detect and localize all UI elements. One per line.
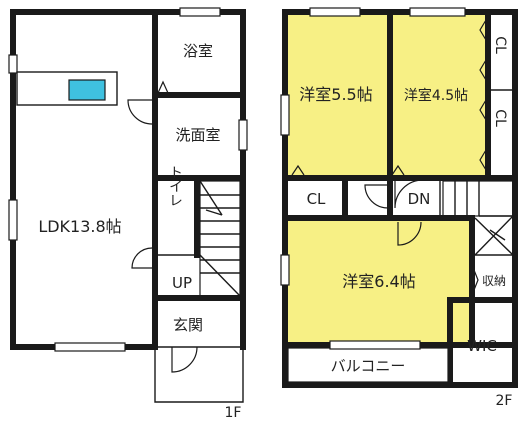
window-2f-room45 [409,7,466,17]
closet-mark-a1 [479,19,487,41]
marker-bath [157,80,169,94]
window-bath [179,7,221,17]
stairs-1f [199,180,241,297]
wall-1f-top-right [10,9,246,305]
room-storage: 収納 [482,274,506,288]
door-entrance [171,346,198,373]
window-1f-left-lower [8,199,18,241]
balcony-area [287,347,449,383]
window-wash [238,119,248,151]
door-room64 [397,221,422,246]
floor-label-1f: 1F [225,405,242,421]
kitchen-sink [68,79,106,101]
floor-1-plan: 浴室 洗面室 トイレ LDK13.8帖 UP 玄関 1F [8,7,248,421]
label-down: DN [408,190,431,208]
closet-c: CL [307,190,326,208]
closet-mark-a2 [479,59,487,81]
wall-2f-top-right [282,9,518,350]
room-washroom: 洗面室 [175,126,220,144]
closet-mark-b1 [479,99,487,121]
label-up: UP [172,274,192,292]
closet-b: CL [492,109,508,127]
closet-a: CL [492,36,508,54]
closet-mark-b2 [479,149,487,171]
room-entrance: 玄関 [173,316,203,334]
room-toilet: トイレ [167,165,183,207]
room-wic: WIC [467,337,497,355]
room-ldk: LDK13.8帖 [38,217,121,236]
room-western-45: 洋室4.5帖 [404,87,468,104]
marker-room55 [291,164,305,176]
floor-label-2f: 2F [496,393,513,409]
window-2f-left-upper [280,94,290,136]
wall-1f-left-bottom [10,9,158,350]
room-western-55-fill [288,12,390,177]
door-storage [469,259,479,301]
floor-2-plan: 洋室5.5帖 洋室4.5帖 CL CL CL DN 洋室6.4帖 収納 WIC … [280,7,518,409]
stairs-2f [442,180,514,256]
room-western-45-fill [390,12,488,177]
wall-2f-left-bottom [282,9,453,388]
door-up [131,247,153,269]
room-balcony: バルコニー [331,357,406,375]
window-1f-bottom [54,342,126,352]
entrance-step [154,347,244,403]
room-western-55: 洋室5.5帖 [299,85,372,104]
room-western-64-fill [288,220,471,345]
marker-room45 [391,164,405,176]
door-wash [127,99,153,125]
window-2f-room55 [309,7,361,17]
room-western-64: 洋室6.4帖 [342,272,415,291]
window-1f-left-upper [8,54,18,74]
window-2f-left-lower [280,254,290,286]
door-room45 [394,179,424,209]
room-bath: 浴室 [183,42,213,60]
door-room55 [364,184,389,209]
window-2f-balcony [329,340,421,350]
